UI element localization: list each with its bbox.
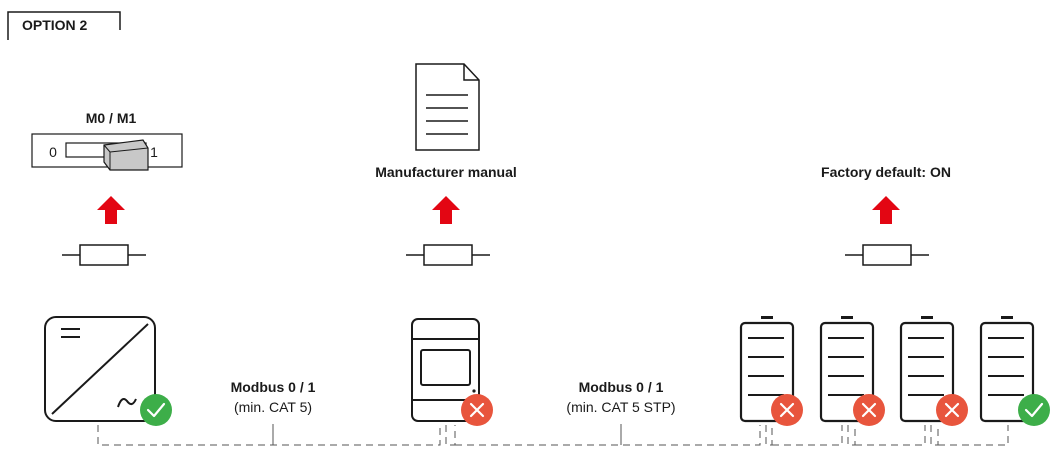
link-1-cable: (min. CAT 5): [234, 399, 312, 415]
arrow-up-icon: [872, 196, 900, 224]
option-label: OPTION 2: [22, 17, 88, 33]
dip-switch-icon: [31, 133, 183, 171]
link-2-protocol: Modbus 0 / 1: [579, 379, 664, 395]
switch-title: M0 / M1: [86, 110, 137, 126]
document-icon: [415, 63, 480, 151]
battery-icon: [899, 316, 955, 423]
battery-icon: [819, 316, 875, 423]
switch-position-0: 0: [49, 144, 57, 160]
cross-icon: [771, 394, 803, 426]
modbus-wiring: [97, 425, 1009, 446]
cross-icon: [936, 394, 968, 426]
resistor-icon: [845, 244, 929, 266]
check-icon: [140, 394, 172, 426]
link-1-protocol: Modbus 0 / 1: [231, 379, 316, 395]
link-2-cable: (min. CAT 5 STP): [566, 399, 675, 415]
arrow-up-icon: [97, 196, 125, 224]
option-label-box: OPTION 2: [7, 11, 121, 40]
cross-icon: [461, 394, 493, 426]
battery-icon: [979, 316, 1035, 423]
resistor-icon: [62, 244, 146, 266]
resistor-icon: [406, 244, 490, 266]
energy-meter-icon: [411, 318, 480, 422]
meter-termination-label: Manufacturer manual: [375, 164, 517, 180]
inverter-icon: [44, 316, 156, 422]
arrow-up-icon: [432, 196, 460, 224]
switch-position-1: 1: [150, 144, 158, 160]
cross-icon: [853, 394, 885, 426]
battery-termination-label: Factory default: ON: [821, 164, 951, 180]
check-icon: [1018, 394, 1050, 426]
